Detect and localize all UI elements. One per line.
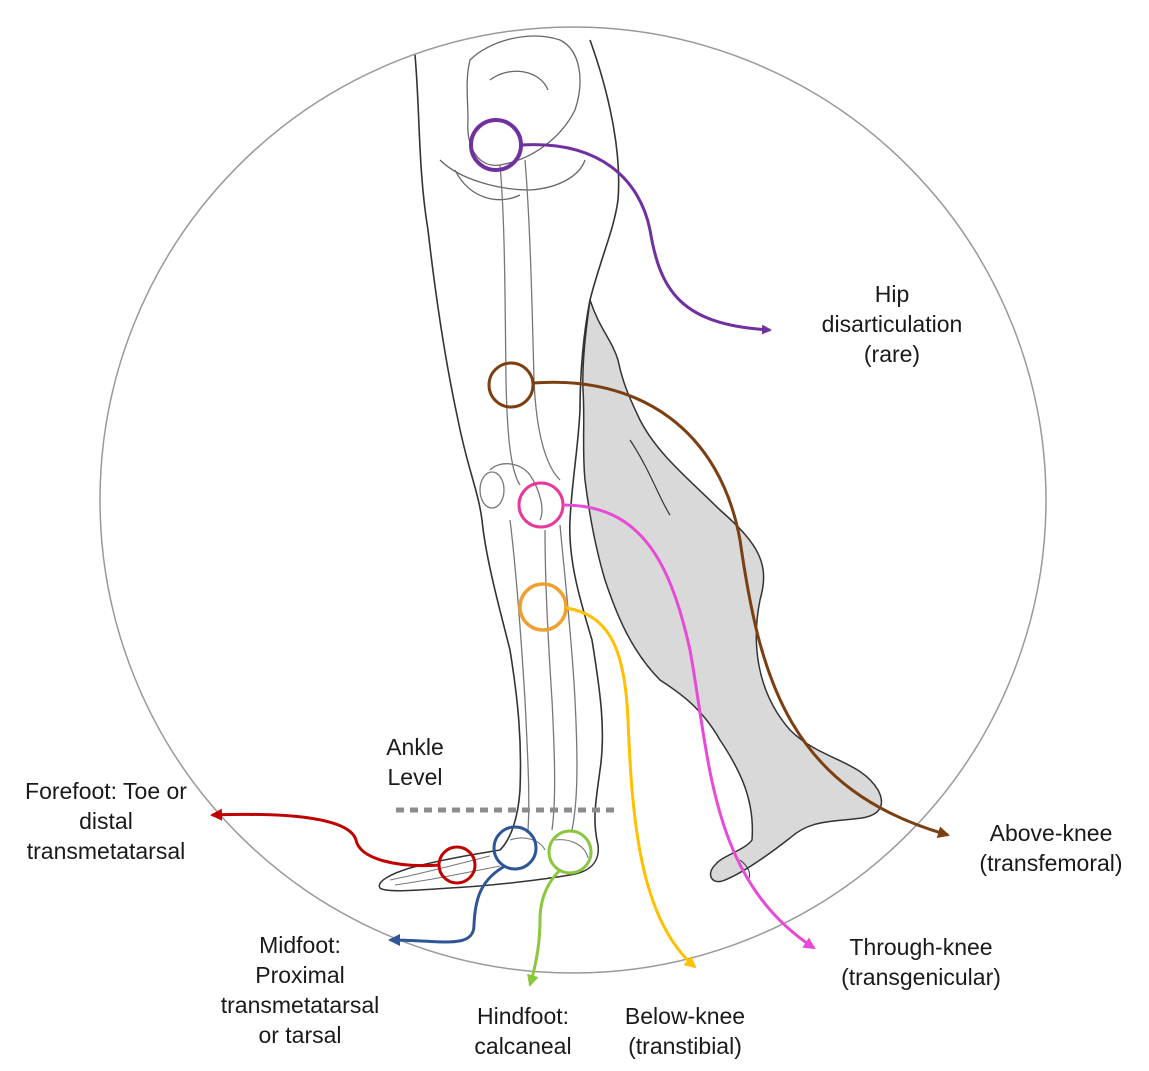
ankle-level-label: Ankle Level: [370, 732, 460, 792]
above-knee-label-line-1: Above-knee: [953, 818, 1149, 848]
midfoot-label-line-4: or tarsal: [205, 1020, 395, 1050]
hip-label: Hip disarticulation (rare): [792, 279, 992, 369]
through-knee-label-line-1: Through-knee: [816, 932, 1026, 962]
hindfoot-label: Hindfoot: calcaneal: [453, 1001, 593, 1061]
forefoot-arrow: [212, 814, 440, 865]
femur-bone: [490, 160, 560, 520]
midfoot-arrow: [390, 866, 505, 942]
forefoot-label-line-1: Forefoot: Toe or: [4, 776, 208, 806]
midfoot-label-line-1: Midfoot:: [205, 930, 395, 960]
below-knee-label-line-1: Below-knee: [600, 1001, 770, 1031]
hindfoot-label-line-2: calcaneal: [453, 1031, 593, 1061]
forefoot-label-line-2: distal: [4, 806, 208, 836]
hindfoot-label-line-1: Hindfoot:: [453, 1001, 593, 1031]
background-leg: [583, 300, 882, 882]
pelvis-bones: [440, 36, 585, 200]
through-knee-label-line-2: (transgenicular): [816, 962, 1026, 992]
above-knee-ring: [489, 363, 533, 407]
below-knee-label-line-2: (transtibial): [600, 1031, 770, 1061]
midfoot-label-line-3: transmetatarsal: [205, 990, 395, 1020]
forefoot-ring: [439, 847, 475, 883]
above-knee-label-line-2: (transfemoral): [953, 848, 1149, 878]
midfoot-label-line-2: Proximal: [205, 960, 395, 990]
ankle-label-line-2: Level: [370, 762, 460, 792]
hip-label-line-1: Hip: [792, 279, 992, 309]
hip-ring: [471, 120, 521, 170]
below-knee-ring: [520, 584, 566, 630]
forefoot-label-line-3: transmetatarsal: [4, 836, 208, 866]
hindfoot-ring: [549, 831, 591, 873]
hip-label-line-3: (rare): [792, 339, 992, 369]
hip-arrow: [521, 145, 770, 330]
hip-label-line-2: disarticulation: [792, 309, 992, 339]
hindfoot-arrow: [530, 870, 560, 985]
midfoot-ring: [494, 827, 536, 869]
midfoot-label: Midfoot: Proximal transmetatarsal or tar…: [205, 930, 395, 1050]
forefoot-label: Forefoot: Toe or distal transmetatarsal: [4, 776, 208, 866]
below-knee-label: Below-knee (transtibial): [600, 1001, 770, 1061]
above-knee-label: Above-knee (transfemoral): [953, 818, 1149, 878]
through-knee-label: Through-knee (transgenicular): [816, 932, 1026, 992]
patella-bone: [480, 472, 504, 508]
ankle-label-line-1: Ankle: [370, 732, 460, 762]
